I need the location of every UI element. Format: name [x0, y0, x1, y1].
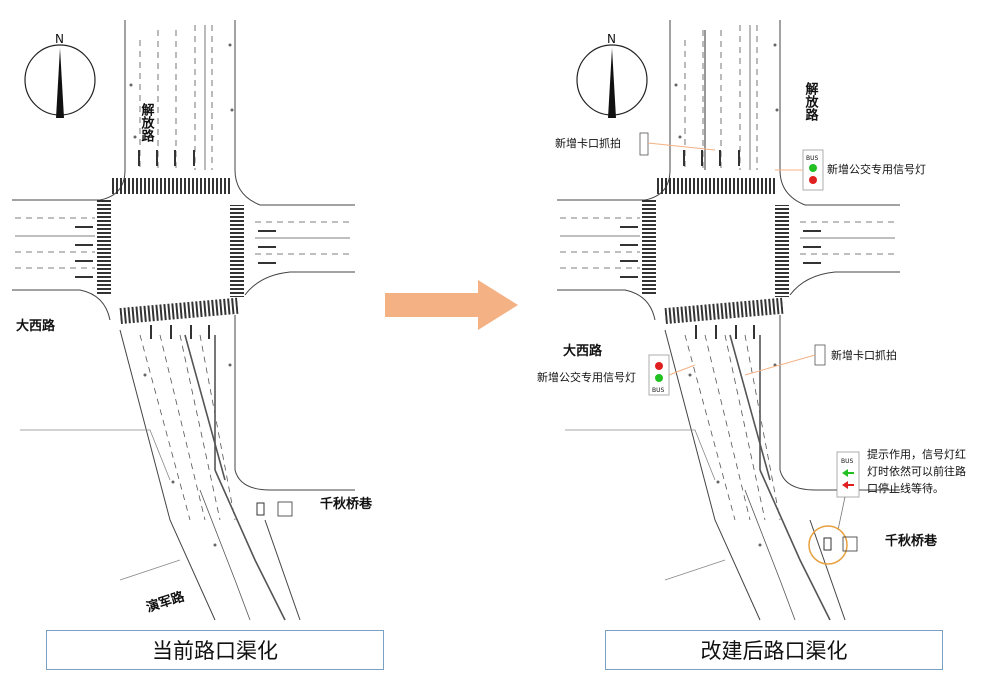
caption-left: 当前路口渠化	[46, 630, 384, 670]
transition-arrow	[385, 280, 518, 330]
bus-lane-sign: BUS	[836, 451, 860, 498]
road-daxi-right: 大西路	[563, 343, 603, 359]
anno-note-3: 口停止线等待。	[867, 481, 944, 495]
right-intersection: N 解放路 大西路 千秋桥巷 新增卡口抓拍 BUS 新增公交专用信号灯 BUS …	[537, 19, 966, 621]
sign-right	[842, 536, 858, 552]
highlight-circle	[808, 525, 848, 565]
left-intersection: N 解放路 大西路 千秋桥巷 演军路	[11, 19, 373, 621]
svg-text:BUS: BUS	[652, 387, 665, 394]
compass-right	[576, 44, 648, 118]
svg-text:BUS: BUS	[841, 458, 854, 465]
road-yanjun-left: 演军路	[144, 588, 187, 616]
camera-north-icon	[639, 132, 649, 156]
road-qianqiu-left: 千秋桥巷	[320, 496, 373, 512]
anno-bus-signal-north: 新增公交专用信号灯	[827, 162, 926, 176]
sign-left	[277, 501, 293, 517]
road-jiefang-right: 解放路	[803, 81, 820, 121]
camera-south-icon	[814, 344, 826, 366]
svg-text:BUS: BUS	[806, 155, 819, 162]
anno-note-2: 灯时依然可以前往路	[867, 464, 966, 478]
caption-right: 改建后路口渠化	[605, 630, 943, 670]
anno-camera-north: 新增卡口抓拍	[555, 136, 621, 150]
anno-camera-south: 新增卡口抓拍	[831, 348, 897, 362]
compass-left	[24, 44, 96, 118]
road-qianqiu-right: 千秋桥巷	[885, 533, 938, 549]
road-jiefang-left: 解放路	[139, 102, 156, 142]
signal-left	[256, 502, 265, 516]
anno-bus-signal-south: 新增公交专用信号灯	[537, 370, 636, 384]
north-label-right: N	[607, 32, 616, 46]
road-daxi-left: 大西路	[16, 318, 56, 334]
bus-signal-south: BUS	[648, 354, 670, 396]
signal-right	[823, 537, 832, 551]
north-label-left: N	[55, 32, 64, 46]
bus-signal-north: BUS	[802, 149, 824, 191]
anno-note-1: 提示作用，信号灯红	[867, 448, 966, 461]
